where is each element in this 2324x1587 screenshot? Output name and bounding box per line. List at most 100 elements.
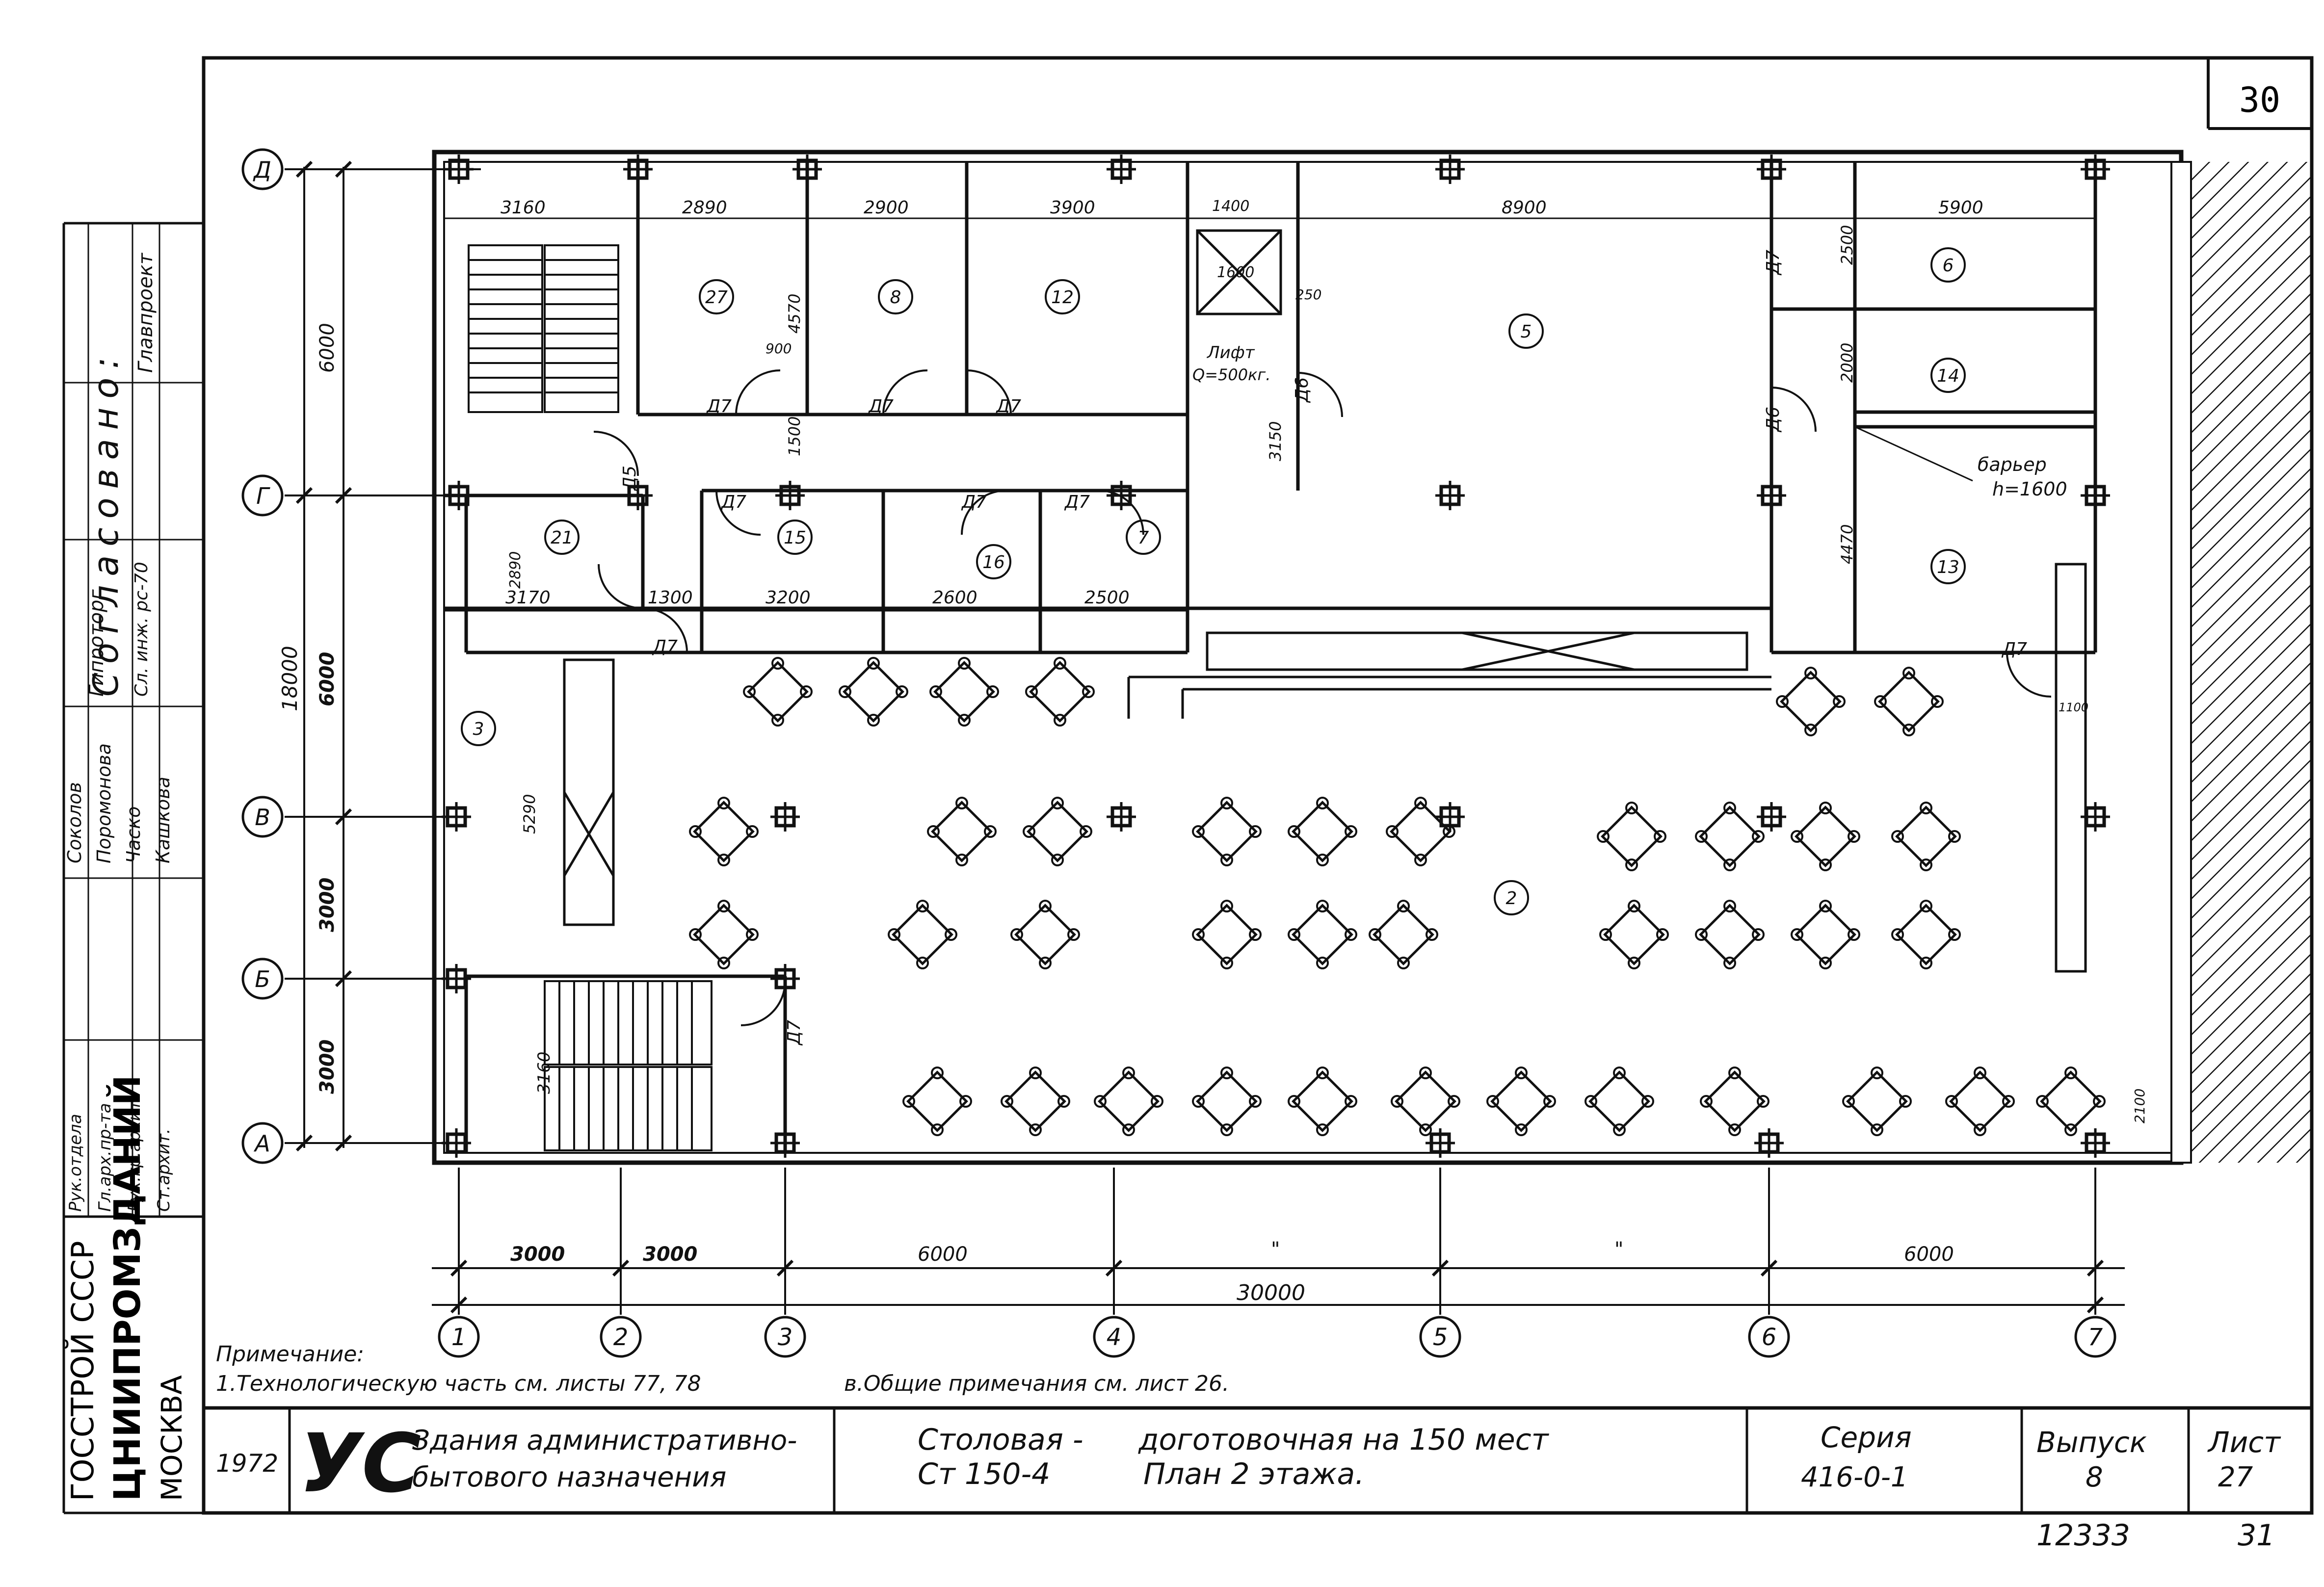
dim-ticks xyxy=(295,160,2104,1314)
title-category-line2: бытового назначения xyxy=(412,1461,726,1493)
org-line-3: МОСКВА xyxy=(155,1375,188,1501)
dim-1500: 1500 xyxy=(785,416,804,456)
stamp-role-4: Ст.архит. xyxy=(154,1128,174,1212)
dim-3160-b: 3160 xyxy=(534,1051,554,1094)
dim-900: 900 xyxy=(766,340,792,357)
dim-2600: 2600 xyxy=(932,588,977,608)
dim-3160: 3160 xyxy=(501,198,546,218)
stamp-row1a: Главпроект xyxy=(134,252,157,373)
dim-left-2: 6000 xyxy=(316,652,339,706)
stamp-name-2: Поромонова xyxy=(93,743,115,863)
axis-label-6: 6 xyxy=(1762,1324,1777,1351)
lift-shaft xyxy=(1196,229,1282,315)
dim-1100: 1100 xyxy=(2059,701,2088,714)
dim-2100: 2100 xyxy=(2132,1089,2148,1123)
sheet-label: Лист xyxy=(2207,1426,2281,1459)
axis-label-A: А xyxy=(253,1130,270,1157)
door-tag-2: Д7 xyxy=(868,396,894,416)
dim-2500: 2500 xyxy=(1084,588,1130,608)
exterior-walls xyxy=(432,150,2184,1165)
room-6: 6 xyxy=(1943,256,1954,276)
stamp-row1c: Сл. инж. рс-70 xyxy=(132,562,152,697)
issue-value: 8 xyxy=(2086,1461,2103,1493)
below-sheet: 31 xyxy=(2238,1518,2275,1553)
room-7: 7 xyxy=(1138,528,1149,548)
notes-line2: в.Общие примечания см. лист 26. xyxy=(844,1371,1229,1396)
lift-capacity: Q=500кг. xyxy=(1192,365,1270,384)
dim-2900: 2900 xyxy=(864,198,909,218)
room-8: 8 xyxy=(890,287,901,308)
dim-bay-2: 3000 xyxy=(643,1243,697,1266)
room-13: 13 xyxy=(1937,557,1959,577)
dim-2890: 2890 xyxy=(682,198,727,218)
dim-250: 250 xyxy=(1295,286,1321,303)
org-line-2: ЦНИИПРОМЗДАНИЙ xyxy=(106,1075,149,1501)
dim-2890-b: 2890 xyxy=(507,551,524,589)
stamp-role-2: Гл.арх.пр-та xyxy=(95,1103,115,1212)
axis-markers-left xyxy=(241,148,284,1164)
axis-label-V: В xyxy=(255,804,270,831)
dim-3170: 3170 xyxy=(505,588,551,608)
below-number: 12333 xyxy=(2036,1518,2130,1553)
room-14: 14 xyxy=(1937,366,1959,386)
door-tag-7: Д7 xyxy=(652,637,678,657)
stair-top xyxy=(468,244,619,413)
axis-label-3: 3 xyxy=(778,1324,793,1351)
room-3: 3 xyxy=(473,719,484,739)
stamp-name-1: Соколов xyxy=(64,782,85,863)
stamp-role-3: Рук.гр.архит. xyxy=(125,1095,144,1212)
axis-label-4: 4 xyxy=(1107,1324,1122,1351)
axis-label-7: 7 xyxy=(2088,1324,2103,1351)
dim-1300: 1300 xyxy=(648,588,693,608)
door-tag-1: Д7 xyxy=(706,396,732,416)
axis-lines xyxy=(285,167,2125,1315)
series-label: Серия xyxy=(1821,1421,1912,1454)
dim-4470: 4470 xyxy=(1838,524,1856,564)
stamp-name-4: Кашкова xyxy=(152,777,174,863)
dim-4570: 4570 xyxy=(785,294,804,334)
room-15: 15 xyxy=(784,528,806,548)
dim-5900: 5900 xyxy=(1938,198,1983,218)
dim-1400: 1400 xyxy=(1212,198,1249,215)
dim-5290: 5290 xyxy=(520,794,539,834)
door-tag-3: Д7 xyxy=(995,396,1021,416)
title-year: 1972 xyxy=(216,1449,278,1478)
room-5: 5 xyxy=(1521,322,1532,342)
stamp-row1b: Гипроторг xyxy=(85,589,108,697)
title-category-line1: Здания административно- xyxy=(412,1425,797,1457)
axis-label-2: 2 xyxy=(613,1324,629,1351)
title-logo: УС xyxy=(299,1416,421,1510)
notes-title: Примечание: xyxy=(216,1342,364,1367)
room-12: 12 xyxy=(1051,287,1074,308)
dim-left-total: 18000 xyxy=(278,646,302,711)
door-tag-5: Д7 xyxy=(961,492,987,512)
dim-8900: 8900 xyxy=(1502,198,1547,218)
title-project-1b: доготовочная на 150 мест xyxy=(1138,1423,1550,1457)
barrier-leader xyxy=(1854,426,1973,482)
room-21: 21 xyxy=(551,528,573,548)
dim-3900: 3900 xyxy=(1050,198,1095,218)
sheet-value: 27 xyxy=(2218,1461,2253,1493)
title-project-1a: Столовая - xyxy=(918,1423,1083,1457)
door-tag-12: Д6 xyxy=(1763,407,1783,433)
series-value: 416-0-1 xyxy=(1801,1461,1908,1493)
stamp-role-1: Рук.отдела xyxy=(66,1114,85,1212)
dim-bay-6: 6000 xyxy=(1904,1243,1954,1266)
barrier-title: барьер xyxy=(1978,454,2047,475)
dining-tables xyxy=(690,658,2105,1135)
stamp-header: Согласовано: xyxy=(86,348,126,697)
inner-dim-lines xyxy=(444,217,2095,612)
door-tag-10: Д7 xyxy=(784,1020,804,1046)
axis-label-1: 1 xyxy=(451,1324,467,1351)
room-2: 2 xyxy=(1506,888,1517,909)
title-project-2b: План 2 этажа. xyxy=(1143,1457,1364,1491)
room-markers xyxy=(461,247,1966,915)
dim-3150: 3150 xyxy=(1266,421,1285,461)
door-tag-13: Д5 xyxy=(620,466,640,492)
dim-total-bottom: 30000 xyxy=(1237,1280,1305,1305)
dim-bay-5: " xyxy=(1614,1238,1623,1261)
axis-markers-bottom xyxy=(438,1316,2116,1358)
room-16: 16 xyxy=(982,552,1005,572)
dim-1600: 1600 xyxy=(1217,264,1254,281)
